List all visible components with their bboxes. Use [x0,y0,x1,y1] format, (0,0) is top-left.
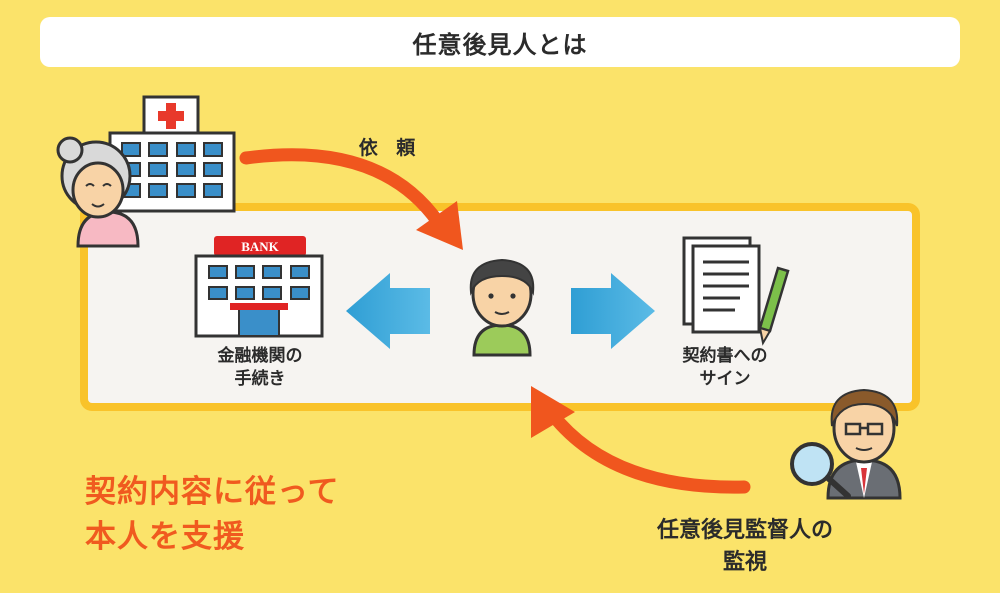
bank-procedure-label: 金融機関の 手続き [180,345,340,391]
monitor-label-line2: 監視 [722,549,767,575]
diagram-title: 任意後見人とは [412,30,588,59]
elderly-person-icon [56,136,140,248]
right-arrow-icon [571,273,655,349]
supervisor-person-icon [826,388,902,500]
pen-icon [758,266,790,346]
bank-label-line2: 手続き [234,368,286,389]
diagram-title-bar: 任意後見人とは [40,17,960,67]
supervisor-monitoring-label: 任意後見監督人の 監視 [600,515,890,579]
bank-icon [194,236,324,338]
contract-document-icon [682,236,761,334]
highlight-line1: 契約内容に従って [85,474,340,510]
hospital-icon [108,95,236,213]
contract-sign-label: 契約書への サイン [650,345,800,391]
bank-sign-text: BANK [241,239,279,254]
guardian-person-icon [469,258,535,357]
left-arrow-icon [346,273,430,349]
monitoring-arrow [531,386,751,494]
highlight-line2: 本人を支援 [85,518,245,555]
contract-label-line1: 契約書への [682,346,768,366]
request-arrow [239,148,463,250]
contract-label-line2: サイン [699,368,751,389]
magnifier-icon [790,442,851,499]
monitor-label-line1: 任意後見監督人の [656,518,833,543]
request-label: 依 頼 [358,137,422,159]
bank-label-line1: 金融機関の [217,346,303,366]
support-highlight-text: 契約内容に従って 本人を支援 [85,470,445,560]
